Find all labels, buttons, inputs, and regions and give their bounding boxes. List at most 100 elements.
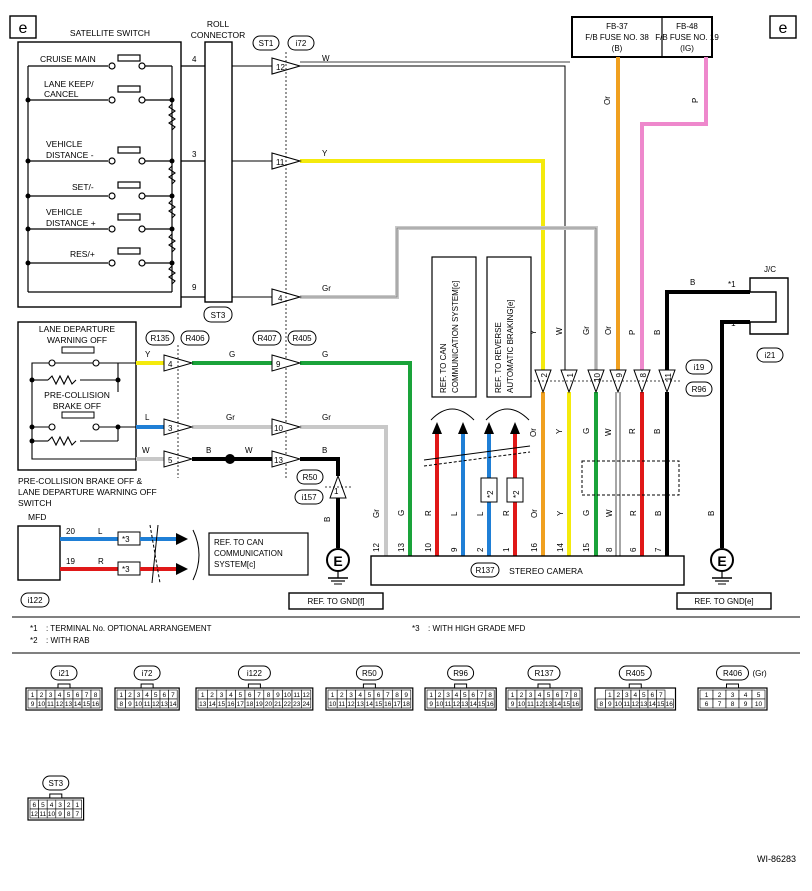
- svg-text:P: P: [691, 98, 700, 103]
- svg-text:4: 4: [192, 55, 197, 64]
- svg-text:BRAKE OFF: BRAKE OFF: [53, 401, 101, 411]
- svg-text:*1: *1: [728, 280, 736, 289]
- svg-text:E: E: [333, 553, 342, 569]
- connector-pin: 7: [85, 692, 89, 699]
- page-tag-right: e: [769, 15, 797, 39]
- svg-text:12: 12: [372, 543, 381, 552]
- connector-pin: 12: [536, 701, 544, 708]
- svg-text:*1: *1: [30, 624, 38, 633]
- connector-pin: 6: [248, 692, 252, 699]
- connector-pin: 15: [375, 701, 383, 708]
- svg-text:i157: i157: [301, 493, 317, 502]
- connector-face-label: i72: [142, 669, 153, 678]
- i19-wire-colors: Y W Gr Or P B: [529, 326, 662, 335]
- svg-text:Y: Y: [145, 350, 151, 359]
- wire-or-fuse: Or: [603, 57, 620, 370]
- connector-pin: 11: [623, 701, 630, 708]
- svg-text:R: R: [98, 557, 104, 566]
- svg-text:11: 11: [664, 372, 673, 381]
- ref-reverse-braking: REF. TO REVERSE AUTOMATIC BRAKING[e]: [486, 256, 532, 398]
- connector-pin: 6: [650, 692, 654, 699]
- connector-pin: 9: [276, 692, 280, 699]
- svg-text:CONNECTOR: CONNECTOR: [191, 30, 246, 40]
- svg-text:W: W: [605, 509, 614, 517]
- connector-pin: 8: [119, 701, 123, 708]
- connector-pin: 10: [436, 701, 444, 708]
- svg-text:J/C: J/C: [764, 265, 776, 274]
- connector-pin: 12: [347, 701, 355, 708]
- connector-pin: 6: [162, 692, 166, 699]
- svg-text:R50: R50: [303, 473, 318, 482]
- connector-pin: 10: [329, 701, 337, 708]
- connector-pin: 14: [366, 701, 374, 708]
- connector-pin: 8: [67, 811, 71, 818]
- svg-text:B: B: [322, 446, 327, 455]
- connector-pin: 5: [368, 692, 372, 699]
- svg-text:R137: R137: [475, 566, 495, 575]
- connector-pin: 3: [529, 692, 533, 699]
- svg-text:10: 10: [593, 372, 602, 381]
- svg-text:2: 2: [476, 547, 485, 552]
- svg-text:E: E: [717, 553, 726, 569]
- svg-text:B: B: [654, 511, 663, 516]
- connector-pin: 14: [649, 701, 657, 708]
- connector-pin: 2: [40, 692, 44, 699]
- svg-text:13: 13: [274, 456, 283, 465]
- connector-pin: 7: [75, 811, 79, 818]
- connector-pin: 12: [56, 701, 64, 708]
- svg-text:L: L: [476, 511, 485, 516]
- ref-can-mfd: REF. TO CAN COMMUNICATION SYSTEM[c]: [208, 532, 309, 576]
- svg-text:ST1: ST1: [259, 39, 274, 48]
- connector-pin: 4: [229, 692, 233, 699]
- connector-pin: 4: [455, 692, 459, 699]
- connector-pin: 2: [67, 802, 71, 809]
- svg-text:e: e: [779, 20, 788, 37]
- svg-text:REF. TO CAN: REF. TO CAN: [214, 538, 264, 547]
- wire-w: W: [232, 54, 570, 370]
- svg-text:Gr: Gr: [582, 326, 591, 335]
- svg-text:10: 10: [274, 424, 283, 433]
- svg-text:PRE-COLLISION: PRE-COLLISION: [44, 390, 110, 400]
- connector-pin: 14: [470, 701, 478, 708]
- connector-pin: 6: [76, 692, 80, 699]
- svg-text:*2: *2: [486, 490, 495, 498]
- stereo-camera: R137 STEREO CAMERA 12 13 10 9 2 1 16 14 …: [370, 428, 685, 586]
- svg-text:MFD: MFD: [28, 512, 46, 522]
- connector-pin: 13: [640, 701, 648, 708]
- ref-can-system: REF. TO CAN COMMUNICATION SYSTEM[c]: [431, 256, 477, 398]
- switch-set: SET/-: [72, 182, 94, 192]
- svg-text:G: G: [582, 428, 591, 434]
- connector-pin: 8: [599, 701, 603, 708]
- connector-pin: 10: [518, 701, 526, 708]
- svg-text:REF. TO CAN: REF. TO CAN: [439, 343, 448, 393]
- connector-face-label: i122: [247, 669, 263, 678]
- svg-text:*2: *2: [512, 490, 521, 498]
- connector-pin: 1: [75, 802, 79, 809]
- connector-pin: 15: [83, 701, 91, 708]
- connector-pin: 7: [257, 692, 261, 699]
- svg-text:G: G: [582, 510, 591, 516]
- connector-pin: 23: [293, 701, 301, 708]
- connector-face-label: R137: [534, 669, 554, 678]
- connector-pin: 6: [471, 692, 475, 699]
- stereo-camera-title: STEREO CAMERA: [509, 566, 583, 576]
- svg-text:Or: Or: [603, 96, 612, 105]
- connector-pin: 3: [731, 692, 735, 699]
- connector-pin: 1: [119, 692, 123, 699]
- svg-text:Y: Y: [322, 149, 328, 158]
- connector-pin: 11: [338, 701, 345, 708]
- fuse-block: FB-37 F/B FUSE NO. 38 (B) FB-48 F/B FUSE…: [571, 16, 719, 58]
- connector-pin: 1: [705, 692, 709, 699]
- connector-pin: 11: [293, 692, 300, 699]
- svg-text:Gr: Gr: [226, 413, 235, 422]
- connector-face-label: ST3: [48, 779, 63, 788]
- svg-text:: TERMINAL No. OPTIONAL ARRANG: : TERMINAL No. OPTIONAL ARRANGEMENT: [46, 624, 212, 633]
- connector-pin: 14: [554, 701, 562, 708]
- connector-pin: 20: [265, 701, 273, 708]
- connector-pin: 2: [340, 692, 344, 699]
- svg-text:WARNING OFF: WARNING OFF: [47, 335, 107, 345]
- connector-pin: 6: [705, 701, 709, 708]
